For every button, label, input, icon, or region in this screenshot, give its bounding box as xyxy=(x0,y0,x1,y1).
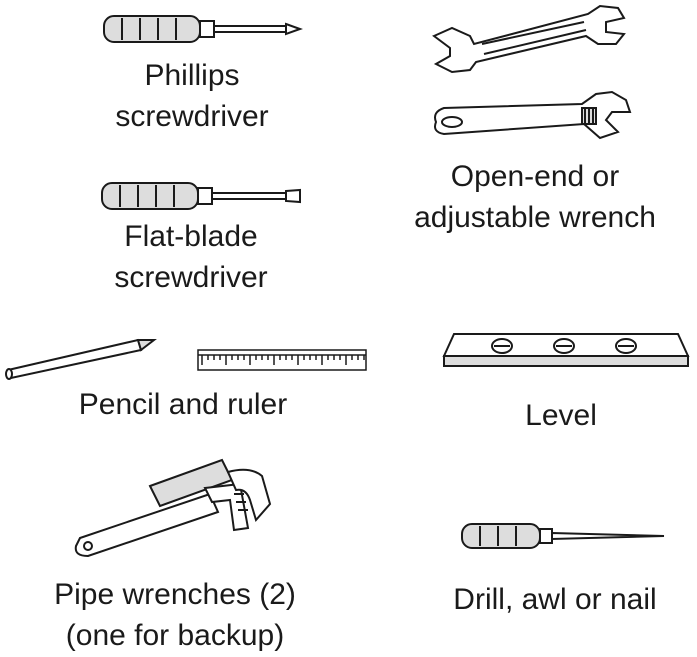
drill-awl-nail-label: Drill, awl or nail xyxy=(432,579,678,620)
pipe-wrench-icon xyxy=(74,458,272,558)
pencil-label-line-1: Pencil and ruler xyxy=(78,388,288,421)
pipe-label-line-1: Pipe wrenches (2) xyxy=(54,578,296,611)
phillips-label-line-2: screwdriver xyxy=(115,100,269,133)
pencil-and-ruler-label: Pencil and ruler xyxy=(58,384,308,425)
open-end-wrench-icon xyxy=(432,4,626,74)
wrench-label: Open-end or adjustable wrench xyxy=(394,156,676,238)
phillips-screwdriver-label: Phillips screwdriver xyxy=(104,55,280,137)
wrench-label-line-2: adjustable wrench xyxy=(414,201,656,234)
level-label: Level xyxy=(500,395,622,436)
pipe-label-line-2: (one for backup) xyxy=(65,619,285,652)
level-icon xyxy=(442,333,690,367)
flat-blade-screwdriver-label: Flat-blade screwdriver xyxy=(100,216,282,298)
wrench-label-line-1: Open-end or xyxy=(450,160,620,193)
phillips-label-line-1: Phillips xyxy=(144,59,240,92)
ruler-icon xyxy=(197,349,367,371)
pipe-wrench-label: Pipe wrenches (2) (one for backup) xyxy=(30,574,320,656)
level-label-line-1: Level xyxy=(525,399,597,432)
flat-blade-screwdriver-icon xyxy=(101,182,301,210)
flatblade-label-line-1: Flat-blade xyxy=(124,220,258,253)
flatblade-label-line-2: screwdriver xyxy=(114,261,268,294)
awl-icon xyxy=(461,523,665,549)
pencil-icon xyxy=(5,338,157,380)
drill-label-line-1: Drill, awl or nail xyxy=(453,583,657,616)
phillips-screwdriver-icon xyxy=(103,15,303,43)
adjustable-wrench-icon xyxy=(434,90,632,140)
